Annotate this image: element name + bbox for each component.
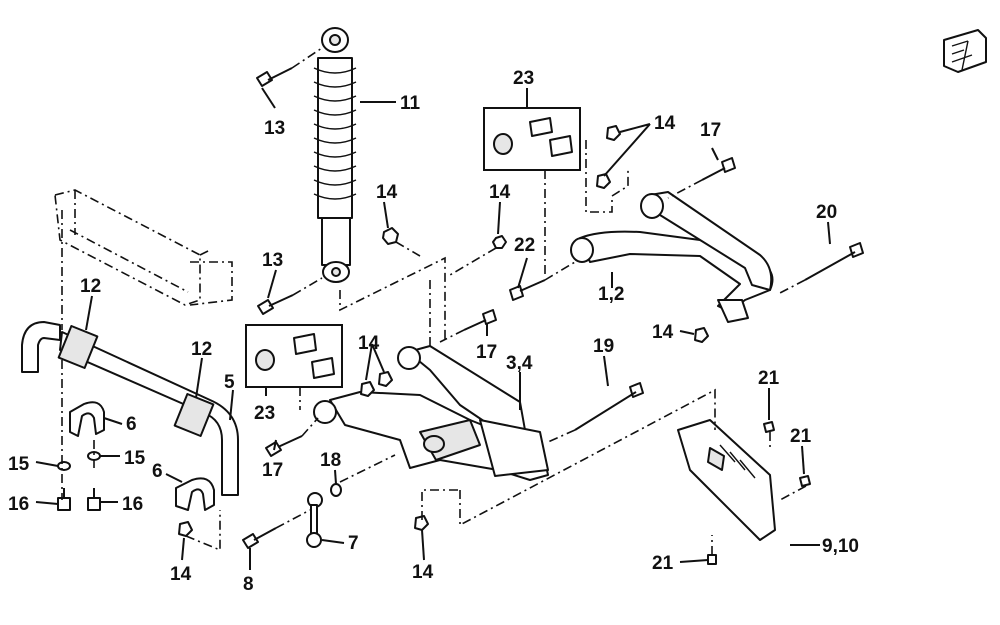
bolt-8 <box>242 527 277 549</box>
label-nut-14-bottom: 14 <box>412 562 434 583</box>
upper-a-arm <box>570 191 774 323</box>
label-bolt-17-left: 17 <box>262 460 283 481</box>
stabilizer-clamp-lower <box>175 477 215 511</box>
label-nut-14-clamp: 14 <box>170 564 192 585</box>
label-bushing-box-left: 23 <box>254 403 275 424</box>
bolt-13-lower <box>257 294 294 315</box>
label-screw-21-bottom: 21 <box>652 553 674 574</box>
label-nut-14-shock: 14 <box>376 182 398 203</box>
stabilizer-bar <box>21 321 239 496</box>
label-bolt-8: 8 <box>243 574 254 595</box>
label-bolt-19: 19 <box>593 336 614 357</box>
label-bolt-16-left: 16 <box>8 494 29 515</box>
label-bolt-13-upper: 13 <box>264 118 285 139</box>
label-stabilizer-bar: 5 <box>224 372 235 393</box>
label-upper-arm: 1,2 <box>598 284 624 305</box>
label-clamp-upper: 6 <box>126 414 137 435</box>
callout-labels: 1,2 3,4 5 6 6 7 8 9,10 11 12 12 13 13 14… <box>8 68 859 595</box>
assembly-lines <box>61 47 807 555</box>
leader-lines <box>35 87 831 570</box>
label-washer-18: 18 <box>320 450 341 471</box>
bushing-box-right <box>483 107 581 171</box>
label-bolt-22: 22 <box>514 235 535 256</box>
bolt-17-left <box>265 435 303 457</box>
label-nut-14-center: 14 <box>489 182 511 203</box>
label-bolt-20: 20 <box>816 202 837 223</box>
label-stabilizer-link: 7 <box>348 533 359 554</box>
bolt-19 <box>574 382 644 431</box>
bolt-16-left <box>57 488 71 511</box>
label-shock-absorber: 11 <box>400 93 421 114</box>
label-skid-plate: 9,10 <box>822 536 859 557</box>
label-bushing-left: 12 <box>80 276 101 297</box>
label-bolt-17-upper: 17 <box>700 120 721 141</box>
bolt-20 <box>804 242 864 281</box>
stabilizer-clamp-upper <box>69 401 105 437</box>
washer-18 <box>330 483 342 497</box>
label-washer-15-right: 15 <box>124 448 146 469</box>
bushing-box-left <box>245 324 343 388</box>
lower-a-arm <box>313 345 549 481</box>
bolt-16-right <box>87 488 101 511</box>
label-lower-arm: 3,4 <box>506 353 533 374</box>
bolt-13-upper <box>256 67 293 87</box>
label-bolt-16-right: 16 <box>122 494 143 515</box>
bolt-22 <box>509 279 546 301</box>
front-direction-icon <box>943 29 987 73</box>
label-clamp-lower: 6 <box>152 461 163 482</box>
bolt-17-right <box>701 157 736 181</box>
label-bushing-right: 12 <box>191 339 212 360</box>
skid-plate <box>677 419 776 541</box>
frame-section <box>54 189 233 306</box>
stabilizer-link <box>306 492 323 548</box>
label-washer-15-left: 15 <box>8 454 30 475</box>
label-nut-14-arm-right: 14 <box>652 322 674 343</box>
label-screw-21-top: 21 <box>758 368 780 389</box>
label-bushing-box-right: 23 <box>513 68 534 89</box>
washer-15-left <box>57 461 71 471</box>
label-bolt-13-lower: 13 <box>262 250 283 271</box>
label-nut-14-lower-arm: 14 <box>358 333 380 354</box>
label-nut-14-upper-right: 14 <box>654 113 676 134</box>
bolt-17-center <box>463 309 497 331</box>
shock-absorber <box>313 27 357 283</box>
label-screw-21-right: 21 <box>790 426 812 447</box>
label-bolt-17-center: 17 <box>476 342 497 363</box>
